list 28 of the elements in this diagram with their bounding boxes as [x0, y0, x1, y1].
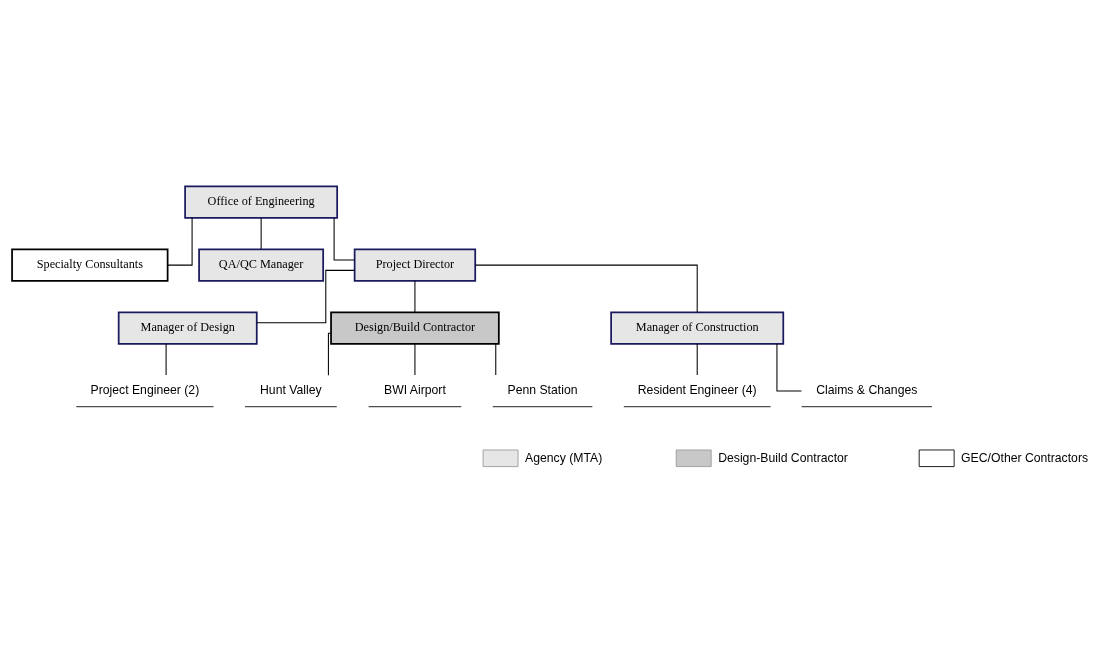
node-box: Manager of Construction	[610, 310, 785, 345]
node-text: Project Engineer (2)	[90, 382, 200, 397]
connector	[167, 217, 193, 266]
connector	[165, 342, 167, 375]
connector	[414, 342, 416, 375]
connector	[256, 269, 355, 323]
node-text: Penn Station	[507, 382, 578, 397]
legend-label: Agency (MTA)	[525, 450, 603, 465]
node-text: Claims & Changes	[816, 382, 918, 397]
node-box: Project Director	[353, 248, 477, 282]
connector	[776, 342, 802, 391]
connector	[414, 280, 416, 312]
node-text: Resident Engineer (4)	[637, 382, 757, 397]
node-box: QA/QC Manager	[198, 248, 325, 282]
node-box: Specialty Consultants	[11, 248, 169, 282]
legend-label: GEC/Other Contractors	[961, 450, 1089, 465]
node-box: Manager of Design	[117, 310, 258, 345]
connector	[696, 342, 698, 375]
node-text: BWI Airport	[384, 382, 446, 397]
node-text: Hunt Valley	[260, 382, 322, 397]
node-box: Design/Build Contractor	[330, 310, 500, 345]
node-box: Office of Engineering	[184, 185, 339, 219]
connector	[260, 217, 262, 250]
connector	[327, 332, 332, 376]
connector	[495, 342, 497, 375]
connector	[474, 264, 698, 313]
connector	[333, 216, 355, 260]
legend-label: Design-Build Contractor	[718, 450, 848, 465]
